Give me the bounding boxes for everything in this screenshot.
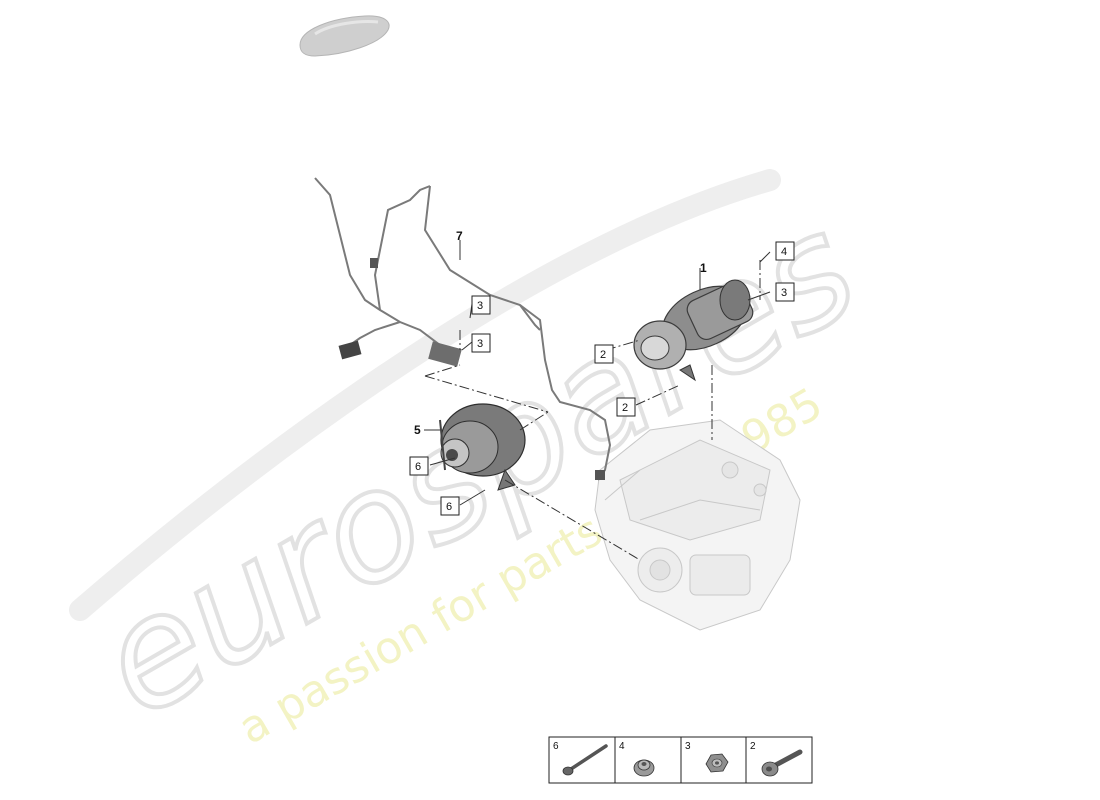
- legend-cell-hex-nut: 3: [685, 741, 729, 773]
- legend-number: 4: [619, 741, 625, 752]
- wiring-harness: [314, 177, 612, 481]
- legend-cell-long-bolt: 6: [553, 741, 608, 776]
- svg-text:6: 6: [446, 501, 452, 513]
- harness-connector: [338, 258, 605, 480]
- svg-text:3: 3: [781, 287, 787, 299]
- legend-cell-flange-nut: 4: [619, 741, 655, 777]
- legend-number: 3: [685, 741, 691, 752]
- svg-text:2: 2: [600, 349, 606, 361]
- starter-motor: [633, 279, 754, 382]
- callout-5: 5: [414, 423, 421, 437]
- callout-box-3-starter: 3: [775, 282, 795, 302]
- callout-1: 1: [700, 261, 707, 275]
- long-bolt-icon: [562, 744, 608, 776]
- legend-number: 6: [553, 741, 559, 752]
- flange-nut-icon: [633, 759, 655, 777]
- engine-block: [594, 419, 801, 631]
- callout-box-6-alternator-bottom: 6: [440, 496, 460, 516]
- fastener-legend-table: 6 4 3 2: [548, 736, 813, 784]
- vehicle-silhouette-icon: [299, 15, 390, 57]
- svg-text:4: 4: [781, 246, 787, 258]
- svg-text:6: 6: [415, 461, 421, 473]
- svg-text:3: 3: [477, 300, 483, 312]
- callout-leader-lines: [424, 240, 771, 506]
- callout-box-3-harness-bottom: 3: [471, 333, 491, 353]
- callout-box-2-starter-top: 2: [594, 344, 614, 364]
- hex-nut-icon: [705, 753, 729, 773]
- callout-box-3-harness-top: 3: [471, 295, 491, 315]
- watermark-swoosh: [69, 169, 781, 621]
- legend-cell-short-bolt: 2: [750, 741, 803, 777]
- callout-7: 7: [456, 229, 463, 243]
- callout-box-2-starter-bottom: 2: [616, 397, 636, 417]
- callout-box-4: 4: [775, 241, 795, 261]
- callout-box-6-alternator-top: 6: [409, 456, 429, 476]
- alternator: [439, 403, 526, 491]
- svg-text:2: 2: [622, 402, 628, 414]
- legend-number: 2: [750, 741, 756, 752]
- short-bolt-icon: [761, 749, 803, 777]
- svg-text:3: 3: [477, 338, 483, 350]
